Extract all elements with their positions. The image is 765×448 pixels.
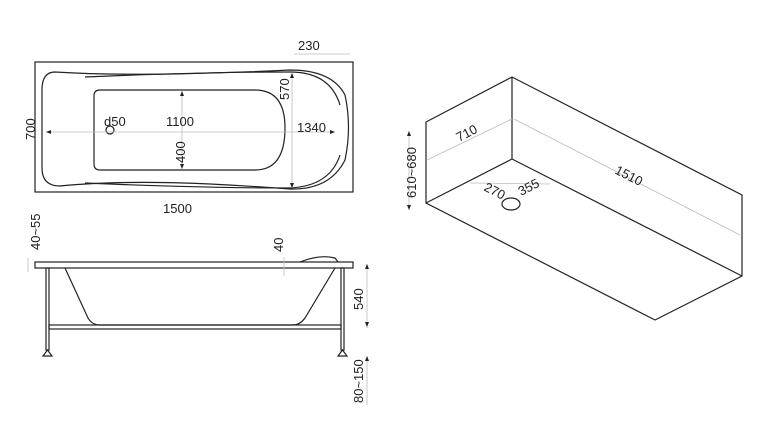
side-view: 40~55 40 540 80~150	[27, 213, 369, 405]
tub-body	[64, 267, 336, 326]
foot-right	[336, 349, 349, 357]
drain-hole	[501, 197, 521, 211]
box-inner-edges	[425, 77, 743, 277]
dim-bottom-width: 400	[173, 141, 188, 163]
tub-inner-edge	[84, 71, 341, 189]
headrest	[299, 256, 339, 263]
dim-bottom-length: 1100	[166, 114, 194, 129]
leg-left	[45, 267, 50, 351]
foot-left	[41, 349, 54, 357]
dim-leg: 80~150	[351, 359, 366, 403]
top-view: 230 700 d50 1100 400 570 1340 1500	[23, 38, 354, 216]
dim-headrest-height: 40	[271, 238, 286, 252]
rim	[34, 261, 354, 269]
leg-right	[340, 267, 345, 351]
tub-bottom-outline	[93, 89, 286, 171]
crossbar	[48, 324, 342, 330]
dim-rim: 40~55	[28, 213, 43, 250]
drain-hole	[105, 125, 115, 135]
iso-view: 610~680 710 1510 270 355	[404, 76, 743, 321]
dim-headrest: 230	[298, 38, 320, 53]
dim-length: 1500	[163, 201, 192, 216]
dim-iso-length: 1510	[613, 162, 646, 188]
dim-width: 700	[23, 118, 38, 140]
dim-drain-x: 270	[482, 179, 508, 202]
dim-inner-length: 1340	[297, 120, 326, 135]
dim-depth: 540	[351, 288, 366, 310]
box-outline	[425, 76, 743, 321]
dim-drain-y: 355	[516, 175, 542, 198]
dim-iso-width: 710	[454, 121, 480, 144]
top-view-outline	[34, 61, 354, 193]
dim-height: 610~680	[404, 147, 419, 198]
dim-drain: d50	[104, 114, 126, 129]
dim-inner-width: 570	[277, 78, 292, 100]
